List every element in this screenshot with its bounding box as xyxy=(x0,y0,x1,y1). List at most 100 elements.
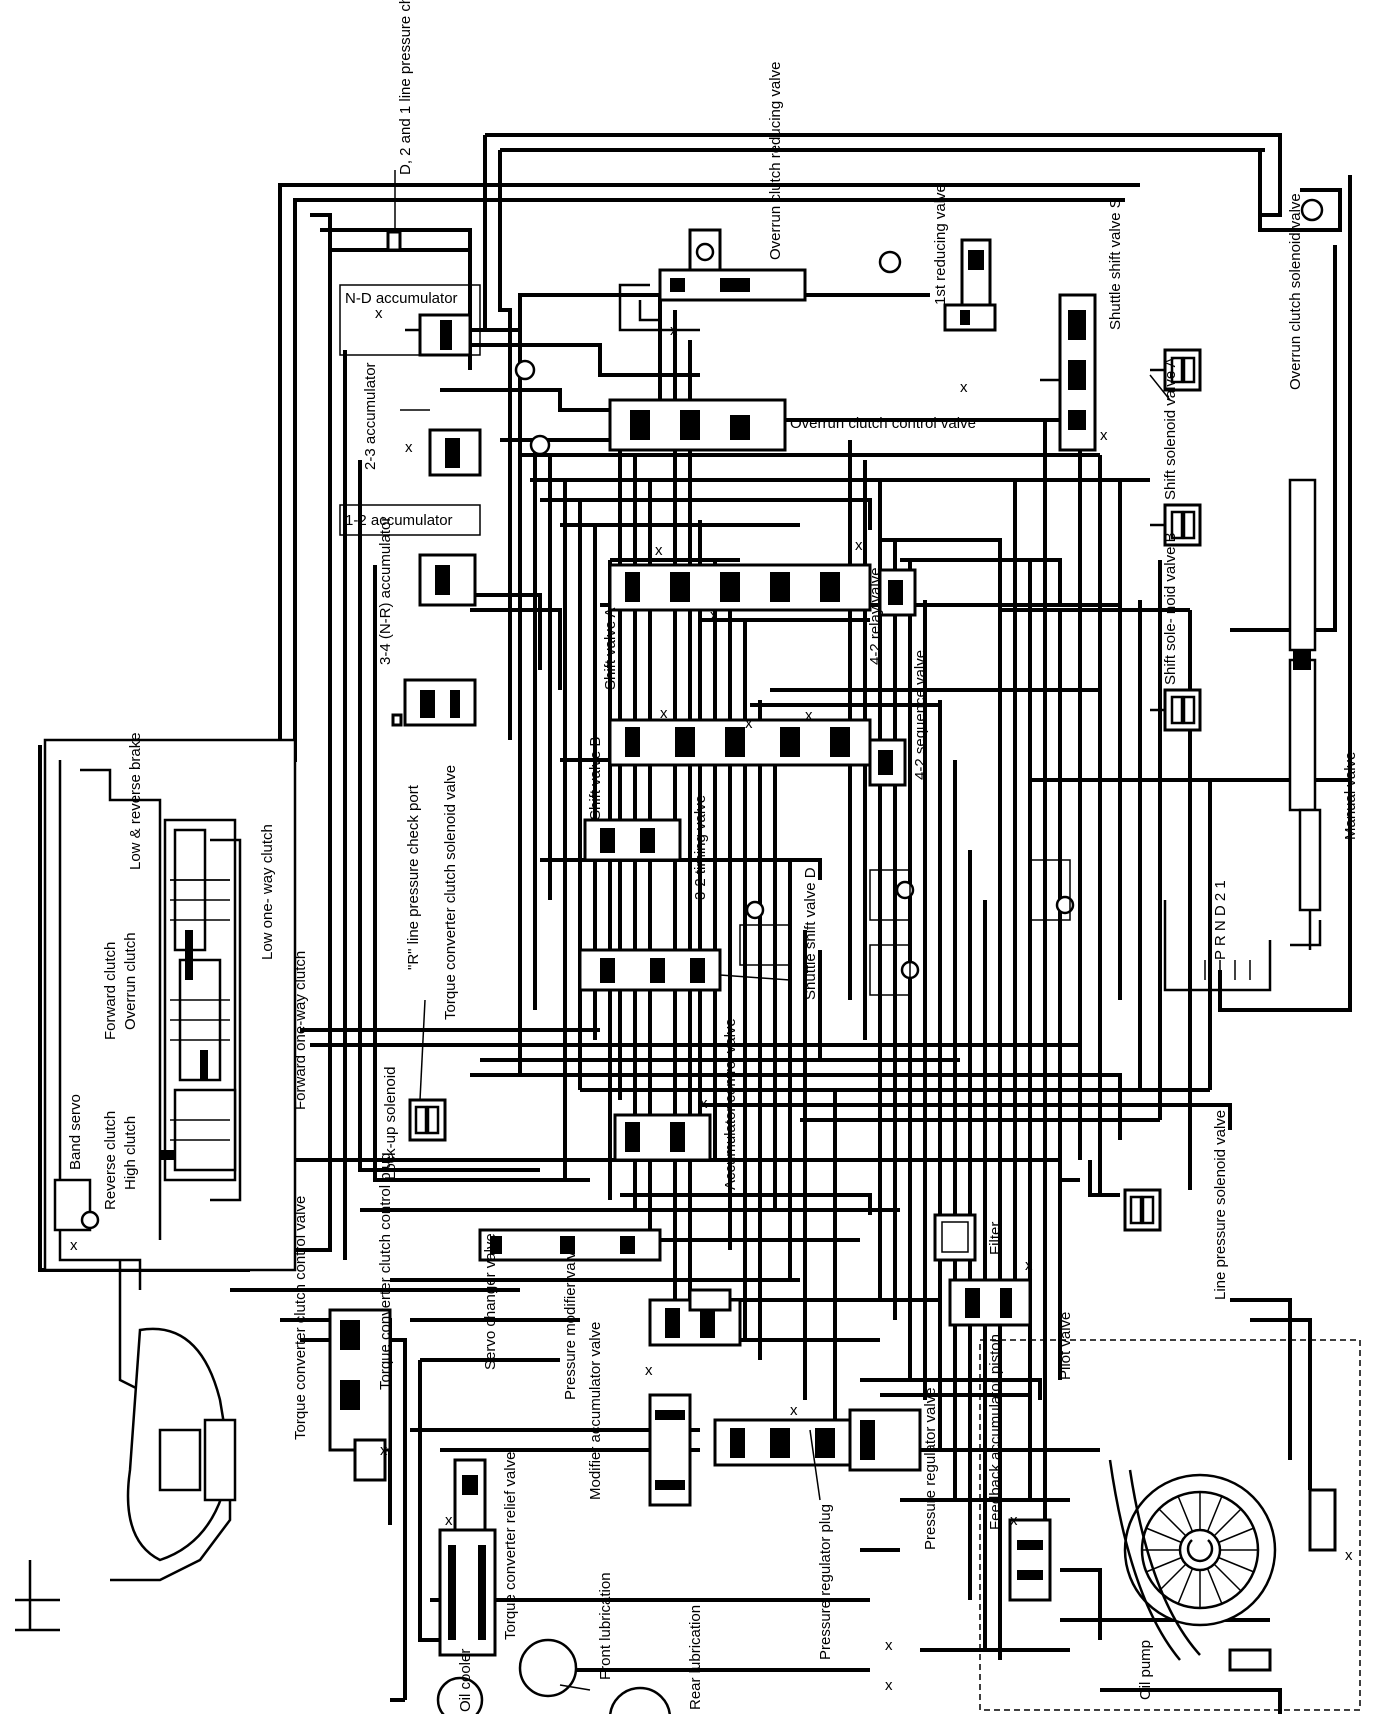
label-pressure-modifier: Pressure modifier valve xyxy=(562,1243,579,1400)
label-filter: Filter xyxy=(987,1222,1004,1255)
label-high-clutch: High clutch xyxy=(122,1116,139,1190)
label-manual-valve: Manual valve xyxy=(1342,752,1359,840)
svg-text:x: x xyxy=(805,707,813,724)
label-overrun-clutch: Overrun clutch xyxy=(122,932,139,1030)
label-prnd21: P R N D 2 1 xyxy=(1212,880,1229,960)
svg-text:x: x xyxy=(670,322,678,339)
line-pressure-solenoid-valve xyxy=(1123,1188,1162,1232)
label-low-reverse-brake: Low & reverse brake xyxy=(127,732,144,870)
svg-text:x: x xyxy=(885,1637,893,1654)
svg-text:x: x xyxy=(1345,1547,1353,1564)
label-modifier-accumulator: Modifier accumulator valve xyxy=(587,1322,604,1500)
accumulator-12 xyxy=(339,504,481,607)
label-shift-valve-a: Shift valve A xyxy=(602,607,619,690)
svg-text:x: x xyxy=(655,542,663,559)
label-tc-relief: Torque converter relief valve xyxy=(502,1452,519,1640)
svg-text:x: x xyxy=(790,1402,798,1419)
timing-32-valve xyxy=(583,818,682,862)
label-relay-42: 4-2 relay valve xyxy=(867,567,884,665)
label-reverse-clutch: Reverse clutch xyxy=(102,1111,119,1210)
label-shift-solenoid-b: Shift sole- noid valve B xyxy=(1162,532,1179,685)
transmission-cross-section xyxy=(15,738,297,1632)
label-r-check-port: "R" line pressure check port xyxy=(405,784,422,970)
range-selector xyxy=(1163,900,1272,992)
pilot-valve xyxy=(948,1278,1032,1327)
label-band-servo: Band servo xyxy=(67,1094,84,1170)
shift-valve-a xyxy=(608,563,872,612)
rear-lubrication-circle xyxy=(609,1686,671,1714)
overrun-clutch-reducing-valve xyxy=(618,228,807,332)
svg-text:x: x xyxy=(700,1095,708,1112)
accumulator-23 xyxy=(400,409,482,477)
label-line-pressure-solenoid: Line pressure solenoid valve xyxy=(1212,1110,1229,1300)
shift-valve-b xyxy=(608,718,872,767)
svg-text:x: x xyxy=(710,607,718,624)
shift-solenoid-valve-b xyxy=(1150,688,1202,732)
label-shift-valve-b: Shift valve B xyxy=(587,737,604,820)
svg-text:x: x xyxy=(745,715,753,732)
label-overrun-control: Overrun clutch control valve xyxy=(790,415,976,432)
filter xyxy=(933,1213,977,1262)
sequence-42-valve xyxy=(868,738,907,787)
oil-cooler-circle xyxy=(436,1676,484,1714)
tcc-control-valve xyxy=(328,1308,392,1482)
svg-text:x: x xyxy=(1010,1512,1018,1529)
oil-pump xyxy=(1108,1459,1337,1672)
svg-text:x: x xyxy=(380,1442,388,1459)
label-overrun-reducing: Overrun clutch reducing valve xyxy=(767,62,784,260)
svg-text:x: x xyxy=(645,1362,653,1379)
label-overrun-solenoid: Overrun clutch solenoid valve xyxy=(1287,193,1304,390)
relay-42-valve xyxy=(878,568,917,617)
label-acc-12: 1-2 accumulator xyxy=(345,512,453,529)
svg-text:x: x xyxy=(1025,1257,1033,1274)
diagram-labels: D, 2 and 1 line pressure check port 1st … xyxy=(67,0,1359,1712)
label-pressure-regulator-valve: Pressure regulator valve xyxy=(922,1387,939,1550)
label-oil-cooler: Oil cooler xyxy=(457,1649,474,1712)
label-tcc-solenoid: Torque converter clutch solenoid valve xyxy=(442,765,459,1020)
overrun-clutch-solenoid-valve xyxy=(1150,348,1202,392)
svg-text:x: x xyxy=(960,379,968,396)
lock-up-solenoid xyxy=(408,1098,447,1142)
label-forward-clutch: Forward clutch xyxy=(102,942,119,1040)
svg-text:x: x xyxy=(375,305,383,322)
label-acc-23: 2-3 accumulator xyxy=(362,362,379,470)
leader-lines xyxy=(394,170,1171,1691)
svg-text:x: x xyxy=(660,705,668,722)
label-front-lubrication: Front lubrication xyxy=(597,1572,614,1680)
feedback-accumulator-piston xyxy=(1008,1518,1052,1602)
label-rear-lubrication: Rear lubrication xyxy=(687,1605,704,1710)
label-acc-34: 3-4 (N-R) accumulator xyxy=(377,517,394,665)
pressure-modifier-valve xyxy=(648,1288,742,1347)
accumulator-34 xyxy=(403,678,477,727)
svg-text:x: x xyxy=(445,1512,453,1529)
svg-text:x: x xyxy=(885,1677,893,1694)
first-reducing-valve xyxy=(943,238,997,332)
label-shuttle-shift-d: Shuttle shift valve D xyxy=(802,867,819,1000)
torque-converter-relief-valve xyxy=(438,1458,497,1657)
label-first-reducing-valve: 1st reducing valve xyxy=(932,184,949,305)
label-timing-32: 3-2 timing valve xyxy=(692,795,709,900)
label-oil-pump: Oil pump xyxy=(1137,1640,1154,1700)
svg-text:x: x xyxy=(855,537,863,554)
shuttle-shift-valve-d xyxy=(578,948,722,992)
label-pressure-regulator-plug: Pressure regulator plug xyxy=(817,1504,834,1660)
label-tcc-control-valve: Torque converter clutch control valve xyxy=(292,1196,309,1440)
exhaust-markers: x x x x x x x x x x x x x x x x x x x x … xyxy=(70,305,1353,1694)
front-lubrication-circle xyxy=(518,1638,578,1698)
label-sequence-42: 4-2 sequence valve xyxy=(912,650,929,780)
label-forward-oneway: Forward one-way clutch xyxy=(292,951,309,1110)
label-accumulator-control: Accumulator control valve xyxy=(722,1018,739,1190)
overrun-clutch-control-valve xyxy=(608,398,787,452)
manual-valve xyxy=(1288,478,1322,950)
nd-accumulator xyxy=(339,284,481,357)
label-feedback-accumulator: Feedback accumulator piston xyxy=(987,1334,1004,1530)
shuttle-shift-valve-s xyxy=(1040,293,1097,452)
shift-solenoid-valve-a xyxy=(1150,503,1202,547)
accumulator-control-valve xyxy=(613,1113,712,1162)
check-valve-boxes xyxy=(739,859,1071,996)
label-tcc-control-plug: Torque converter clutch control plug xyxy=(377,1152,394,1390)
svg-text:x: x xyxy=(70,1237,78,1254)
modifier-accumulator-valve xyxy=(648,1393,692,1507)
svg-text:x: x xyxy=(405,439,413,456)
